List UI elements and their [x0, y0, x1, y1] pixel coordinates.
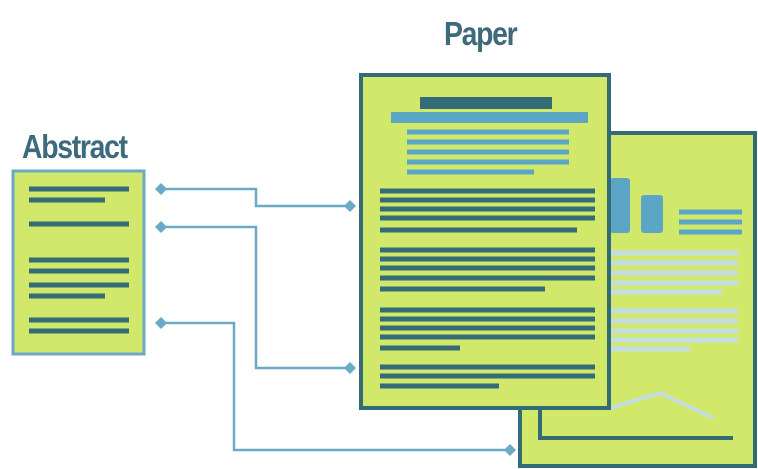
paper-subheading-bar	[391, 112, 588, 123]
paper-paragraph-2	[380, 247, 595, 292]
paper-paragraph-4	[380, 364, 595, 389]
back-page-faded-text	[610, 250, 738, 352]
abstract-title: Abstract	[22, 128, 128, 165]
connector-3	[161, 321, 510, 452]
abstract-text-lines	[29, 186, 129, 334]
paper-heading-bar	[420, 97, 552, 109]
connector-2	[161, 225, 350, 370]
paper-paragraph-3	[380, 307, 595, 351]
paper-front-page	[359, 73, 611, 410]
line-chart-icon	[538, 390, 733, 440]
paper-title: Paper	[444, 15, 518, 52]
diamond-endpoint-icon	[155, 183, 516, 456]
paper-author-lines	[407, 129, 569, 175]
bar-chart-icon	[610, 178, 663, 233]
abstract-card	[11, 169, 146, 356]
connector-1	[161, 187, 350, 208]
back-page-caption-lines	[679, 209, 742, 235]
connectors	[161, 187, 510, 452]
paper-paragraph-1	[380, 188, 595, 233]
